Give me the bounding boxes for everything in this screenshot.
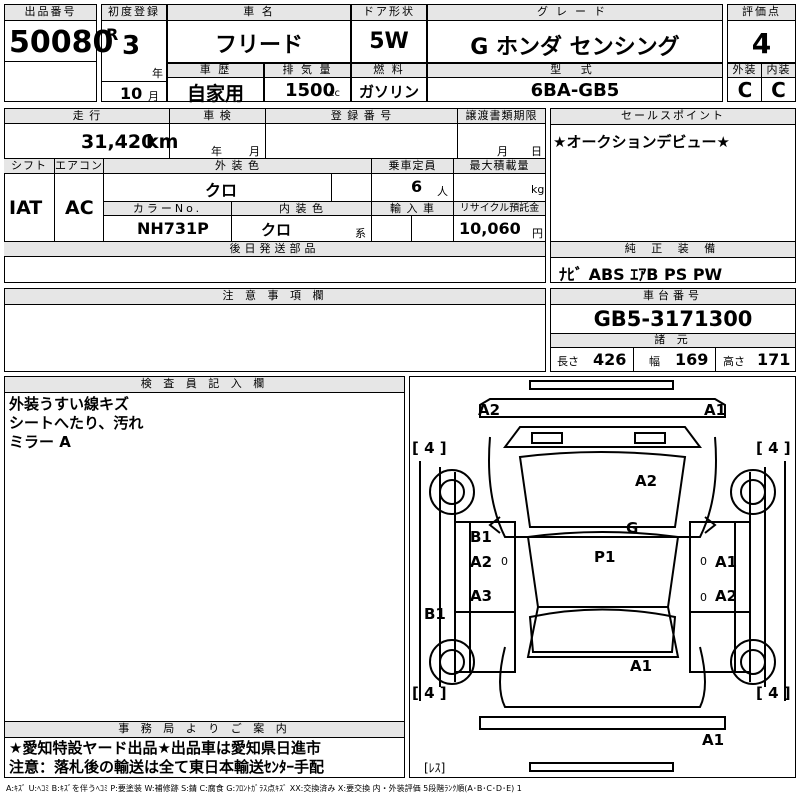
chassis-box: 車台番号 GB5-3171300 諸 元 長さ 426 幅 169 高さ 171 [550,288,796,372]
exterior-color: クロ [205,181,238,200]
first-reg-label: 初度登録 [102,5,166,21]
model-box: 型 式 6BA-GB5 [427,63,723,102]
mark-rear-bumper: A1 [702,731,725,749]
mark-front-right: A1 [704,401,727,419]
displacement-box: 排 気 量 1500 cc [264,63,351,102]
mark-rear-center: A1 [630,657,653,675]
mark-left-3: A3 [470,587,493,605]
grade: G ホンダ センシング [470,35,680,60]
length: 426 [593,350,627,369]
mark-glass: G [626,519,639,537]
office-line: 注意：落札後の輸送は全て東日本輸送ｾﾝﾀｰ手配 [9,758,325,776]
mark-tire-rr: [ 4 ] [756,684,791,702]
width: 169 [675,350,709,369]
sales-point: ★オークションデビュー★ [553,133,730,151]
lot-label: 出品番号 [5,5,96,21]
capacity: 6 [411,177,423,196]
office-box: 事 務 局 よ り ご 案 内 ★愛知特設ヤード出品★出品車は愛知県日進市 注意… [4,721,405,778]
inspector-line: シートへたり、汚れ [9,414,144,432]
equipment: ﾅﾋﾞ ABS ｴｱB PS PW [559,265,723,284]
spec-grid: 走 行 車 検 登 録 番 号 譲渡書類期限 31,420 km 年 月 月 日… [4,108,546,283]
notes-box: 注 意 事 項 欄 [4,288,546,372]
office-line: ★愛知特設ヤード出品★出品車は愛知県日進市 [9,739,321,757]
model-code: 6BA-GB5 [530,80,620,101]
equipment-box: 純 正 装 備 ﾅﾋﾞ ABS ｴｱB PS PW [550,241,796,284]
history-box: 車 歴 自家用 [167,63,264,105]
legend: A:ｷｽﾞ U:ﾍｺﾐ B:ｷｽﾞを伴うﾍｺﾐ P:要塗装 W:補修跡 S:錆 … [6,784,522,793]
door-box: ドア形状 5W [351,4,427,63]
mark-tire-fr: [ 4 ] [756,439,791,457]
interior-color: クロ [261,221,292,239]
score: 4 [751,27,772,60]
mark-no-spare: [ﾚｽ] [424,761,446,775]
car-name: フリード [214,33,303,58]
lot-number: 50080 [9,25,114,60]
grade-box: グレード G ホンダ センシング [427,4,723,63]
car-outline-diagram [419,380,786,772]
mark-tire-fl: [ 4 ] [412,439,447,457]
fuel-box: 燃 料 ガソリン [351,63,427,102]
height: 171 [757,350,791,369]
chassis-number: GB5-3171300 [593,307,753,331]
first-reg-month: 10 [120,84,143,103]
mark-tire-rl: [ 4 ] [412,684,447,702]
damage-diagram: A2 A1 [ 4 ] [ 4 ] A2 G P1 B1 A2 0 A3 B1 … [409,376,796,778]
mileage: 31,420 [81,131,155,153]
door-type: 5W [369,29,409,54]
mark-right-1: A1 [715,553,738,571]
era: R [106,25,119,44]
mark-hood: A2 [635,472,658,490]
mark-left-2: A2 [470,553,493,571]
inspector-line: 外装うすい線キズ [9,395,130,413]
lot-box: 出品番号 50080 [4,4,113,102]
mark-left-1: B1 [470,528,492,546]
inspector-box: 検 査 員 記 入 欄 外装うすい線キズ シートへたり、汚れ ミラー A [4,376,405,722]
interior-grade: C [771,78,786,102]
color-number: NH731P [137,219,209,238]
displacement: 1500 [285,80,336,101]
inspector-line: ミラー A [9,433,71,451]
history: 自家用 [186,83,244,105]
first-registration-box: 初度登録 R 3 年 10 月 [101,4,167,103]
mark-front-left: A2 [478,401,501,419]
exterior-grade: C [737,78,753,102]
sales-point-box: セールスポイント ★オークションデビュー★ [550,108,796,242]
air-con: AC [65,197,94,219]
recycle-fee: 10,060 [459,219,521,238]
score-box: 評価点 4 [727,4,796,63]
first-reg-year: 3 [122,31,141,61]
car-name-box: 車 名 フリード [167,4,351,63]
mark-roof: P1 [594,548,616,566]
ext-int-box: 外装 内装 C C [727,63,796,102]
mark-left-4: B1 [424,605,446,623]
fuel: ガソリン [358,83,419,101]
shift: IAT [9,197,43,219]
mark-right-2: A2 [715,587,738,605]
